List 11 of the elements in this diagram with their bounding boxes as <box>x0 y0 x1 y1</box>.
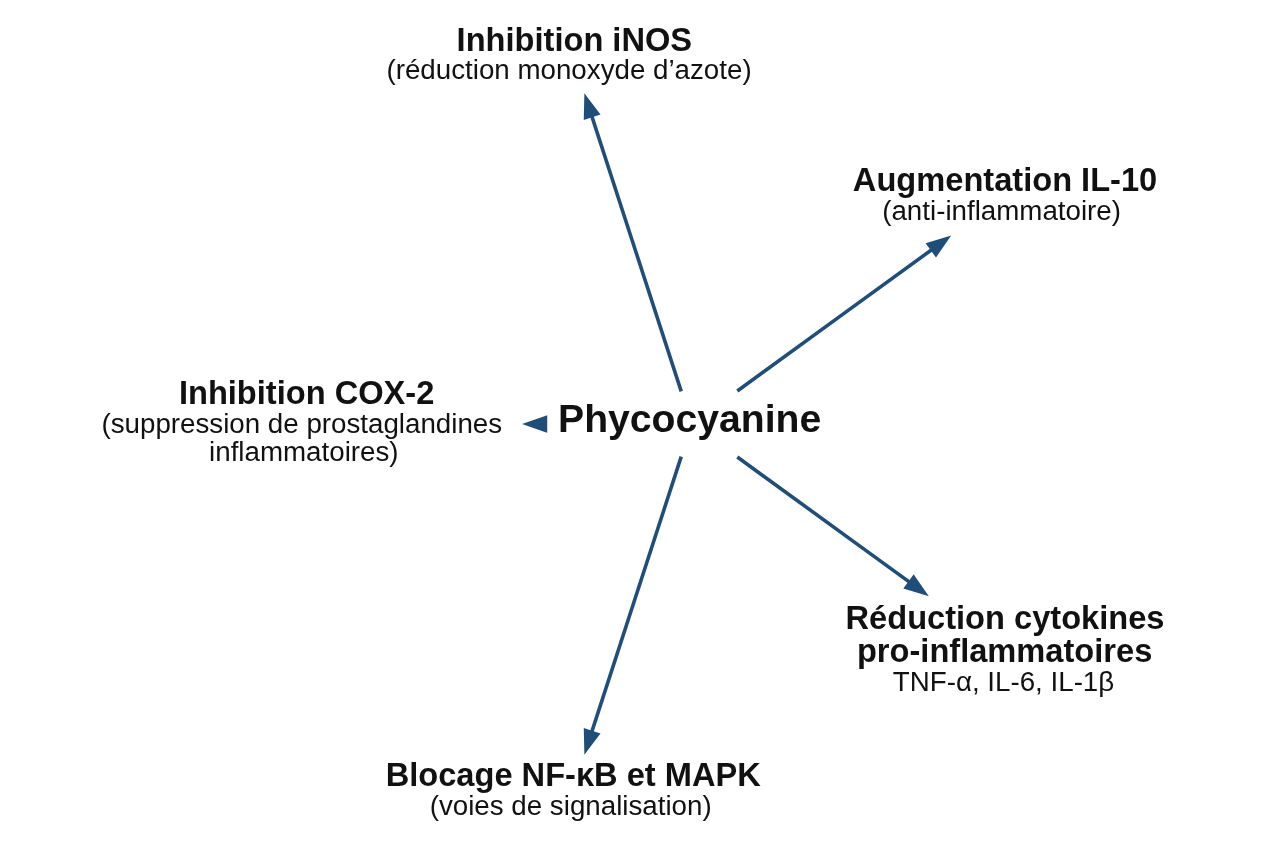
node-text: Augmentation IL-10 (anti-inflammatoire) <box>852 161 1157 226</box>
arrow <box>735 235 951 393</box>
node-text: Inhibition iNOS (réduction monoxyde d’azote) <box>385 20 752 86</box>
node-text: Inhibition COX-2 (suppression de prostaglandines inflammatoires) <box>100 374 502 467</box>
node-text: Phycocyanine <box>557 397 821 441</box>
arrow <box>583 93 683 392</box>
node-text: Blocage NF-κB et MAPK (voies de signalisation) <box>385 755 761 821</box>
node-text: Réduction cytokines pro-inflammatoires TNF-α, IL-6, IL-1β <box>845 599 1164 697</box>
arrow <box>521 415 547 433</box>
arrow <box>583 456 683 755</box>
arrow <box>735 455 929 597</box>
